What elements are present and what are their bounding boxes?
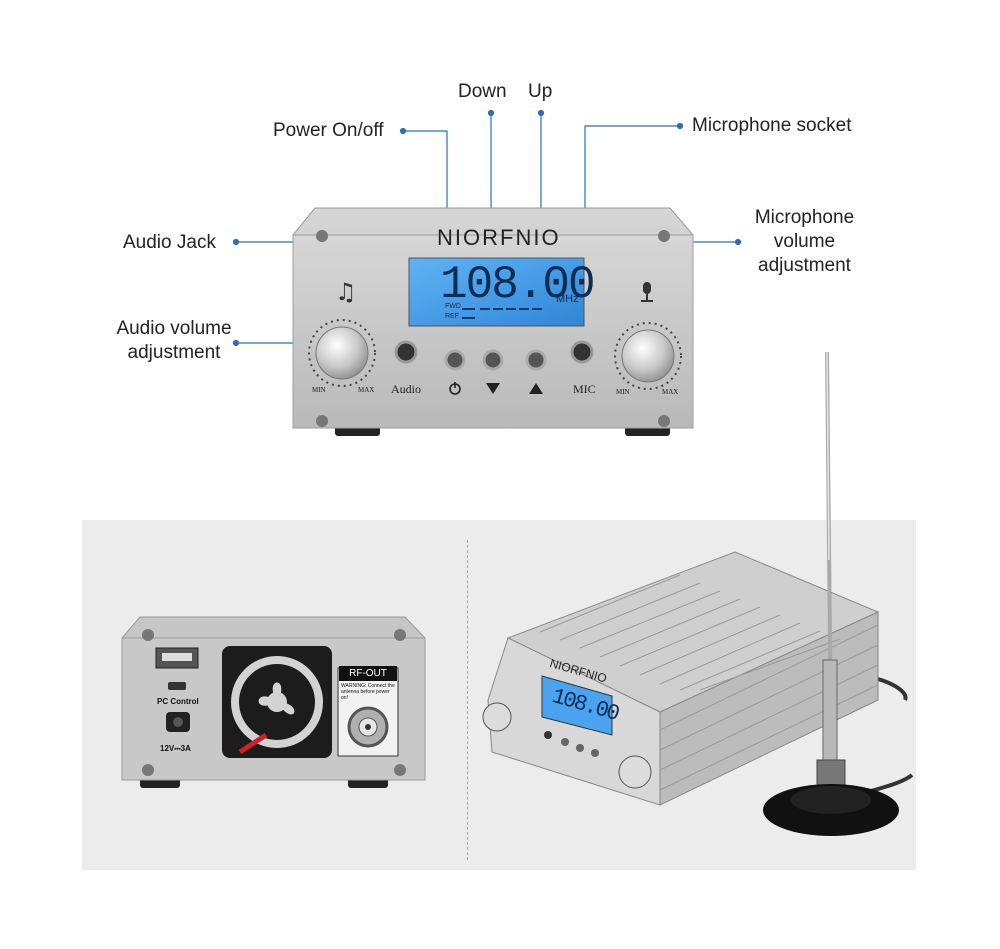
lcd-frequency: 108.00 (440, 259, 596, 311)
callout-audio-volume: Audio volume adjustment (106, 317, 242, 365)
callout-up: Up (528, 81, 553, 102)
callout-mic-volume-line3: adjustment (758, 255, 851, 276)
callout-down: Down (458, 81, 507, 102)
audio-label: Audio (391, 382, 421, 396)
device-front-brand: NIORFNIO (437, 225, 561, 250)
rf-out-label: RF-OUT (339, 666, 397, 681)
pc-control-label: PC Control (157, 697, 199, 706)
lcd-fwd-label: FWD (445, 303, 461, 310)
callout-power: Power On/off (273, 120, 384, 141)
rf-warning-label: WARNING: Connect the antenna before powe… (341, 683, 395, 701)
callout-audio-jack: Audio Jack (123, 232, 216, 253)
callout-audio-volume-line2: adjustment (127, 342, 221, 363)
power-spec-label: 12V⎓3A (160, 744, 191, 753)
mic-max-label: MAX (662, 388, 679, 396)
lcd-ref-label: REF (445, 313, 459, 320)
audio-min-label: MIN (312, 386, 326, 394)
callout-mic-volume-line1: Microphone (754, 207, 855, 228)
svg-text:♫: ♫ (335, 278, 357, 306)
panel-divider (467, 540, 468, 860)
callout-mic-volume: Microphone volume adjustment (742, 206, 867, 278)
lcd-unit: MHz (556, 293, 579, 305)
callout-mic-volume-line2: volume (773, 231, 836, 252)
callout-mic-socket: Microphone socket (692, 115, 852, 136)
audio-max-label: MAX (358, 386, 375, 394)
callout-audio-volume-line1: Audio volume (116, 318, 232, 339)
mic-label: MIC (573, 382, 596, 396)
mic-min-label: MIN (616, 388, 630, 396)
